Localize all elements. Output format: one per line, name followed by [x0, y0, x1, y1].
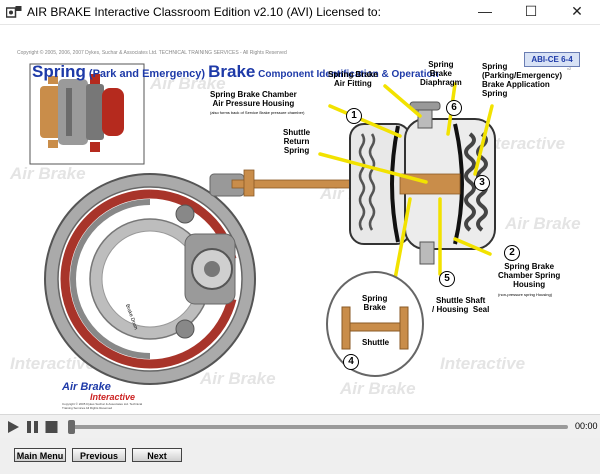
label-inset-shuttle: Shuttle	[362, 338, 390, 347]
navigation-bar: Main Menu Previous Next	[0, 438, 600, 474]
next-button[interactable]: Next	[132, 448, 182, 462]
label-text: Shuttle Shaft / Housing Seal	[432, 296, 490, 314]
watermark: Air Brake	[340, 379, 416, 398]
previous-button[interactable]: Previous	[72, 448, 126, 462]
callout-number-5: 5	[439, 271, 455, 287]
label-chamber-housing: Spring Brake Chamber Air Pressure Housin…	[210, 90, 297, 108]
label-diaphragm: Spring Brake Diaphragm	[420, 60, 462, 87]
watermark: Air Brake	[150, 74, 226, 93]
callout-number-2: 2	[504, 245, 520, 261]
title-spring: Spring	[32, 62, 86, 81]
progress-track[interactable]	[68, 425, 568, 429]
minimize-button[interactable]: —	[462, 0, 508, 24]
label-application-spring: Spring (Parking/Emergency) Brake Applica…	[482, 62, 562, 98]
app-icon	[6, 6, 22, 18]
label-chamber-spring-housing: Spring Brake Chamber Spring Housing	[498, 262, 560, 289]
window-title: AIR BRAKE Interactive Classroom Edition …	[27, 5, 381, 19]
title-subtitle: Component Identification & Operation	[255, 69, 439, 80]
brake-chamber-photo	[29, 63, 145, 165]
stop-button[interactable]	[44, 420, 59, 434]
callout-number-1: 1	[346, 108, 362, 124]
play-button[interactable]	[6, 420, 21, 434]
logo-line2: Interactive	[90, 392, 136, 402]
label-text: Spring Brake	[362, 294, 388, 312]
push-rod	[231, 169, 358, 197]
label-return-spring: Shuttle Return Spring	[283, 128, 310, 155]
label-text: Spring Brake Chamber Air Pressure Housin…	[210, 90, 297, 108]
label-text: Spring Brake Air Fitting	[328, 70, 378, 88]
label-chamber-housing-note: (also forms back of Service Brake pressu…	[210, 110, 305, 115]
label-chamber-spring-housing-note: (non-pressure spring Housing)	[498, 292, 553, 297]
progress-thumb[interactable]	[68, 420, 75, 434]
watermark: Air Brake	[10, 164, 86, 183]
pause-button[interactable]	[25, 420, 40, 434]
logo-line1: Air Brake	[62, 381, 111, 393]
label-text: Spring (Parking/Emergency) Brake Applica…	[482, 62, 563, 98]
title-brake: Brake	[208, 62, 256, 81]
maximize-button[interactable]: ☐	[508, 0, 554, 24]
watermark: Interactive	[10, 354, 96, 373]
close-icon: ✕	[571, 3, 583, 19]
label-text: Spring Brake Diaphragm	[420, 60, 462, 87]
label-air-fitting: Spring Brake Air Fitting	[328, 70, 378, 88]
label-inset-spring-brake: Spring Brake	[362, 294, 387, 312]
callout-number-6: 6	[446, 100, 462, 116]
watermark: Air Brake	[200, 369, 276, 388]
logo-fine-print: Copyright © 2005 Dykes Suchar & Associat…	[62, 402, 143, 410]
title-bar: AIR BRAKE Interactive Classroom Edition …	[0, 0, 600, 25]
slide-code-badge: ABI-CE 6-4	[524, 52, 580, 67]
watermark: Air Brake	[505, 214, 581, 233]
main-menu-button[interactable]: Main Menu	[14, 448, 66, 462]
watermark: Interactive	[440, 354, 526, 373]
media-controls: 00:00	[0, 414, 600, 439]
close-button[interactable]: ✕	[554, 0, 600, 24]
brand-logo: Air Brake Interactive Copyright © 2005 D…	[62, 382, 182, 412]
brake-drum	[44, 173, 256, 385]
slide-version: v2	[567, 66, 572, 71]
label-shaft-seal: Shuttle Shaft / Housing Seal	[432, 296, 489, 314]
title-park-emergency: (Park and Emergency)	[85, 68, 209, 80]
callout-number-3: 3	[474, 175, 490, 191]
watermark: Interactive	[480, 134, 566, 153]
label-text: Spring Brake Chamber Spring Housing	[498, 262, 561, 289]
slide-area: Air Brake Interactive Air Brake Interact…	[0, 24, 600, 414]
time-readout: 00:00	[575, 421, 598, 431]
spring-brake-diagram	[29, 63, 496, 385]
shuttle-inset	[326, 271, 424, 377]
maximize-icon: ☐	[524, 3, 538, 19]
label-text: Shuttle Return Spring	[283, 128, 311, 155]
copyright-text: Copyright © 2005, 2006, 2007 Dykes, Such…	[17, 50, 287, 56]
callout-number-4: 4	[343, 354, 359, 370]
page-title: Spring (Park and Emergency) Brake Compon…	[32, 62, 439, 82]
minimize-icon: —	[478, 3, 492, 19]
